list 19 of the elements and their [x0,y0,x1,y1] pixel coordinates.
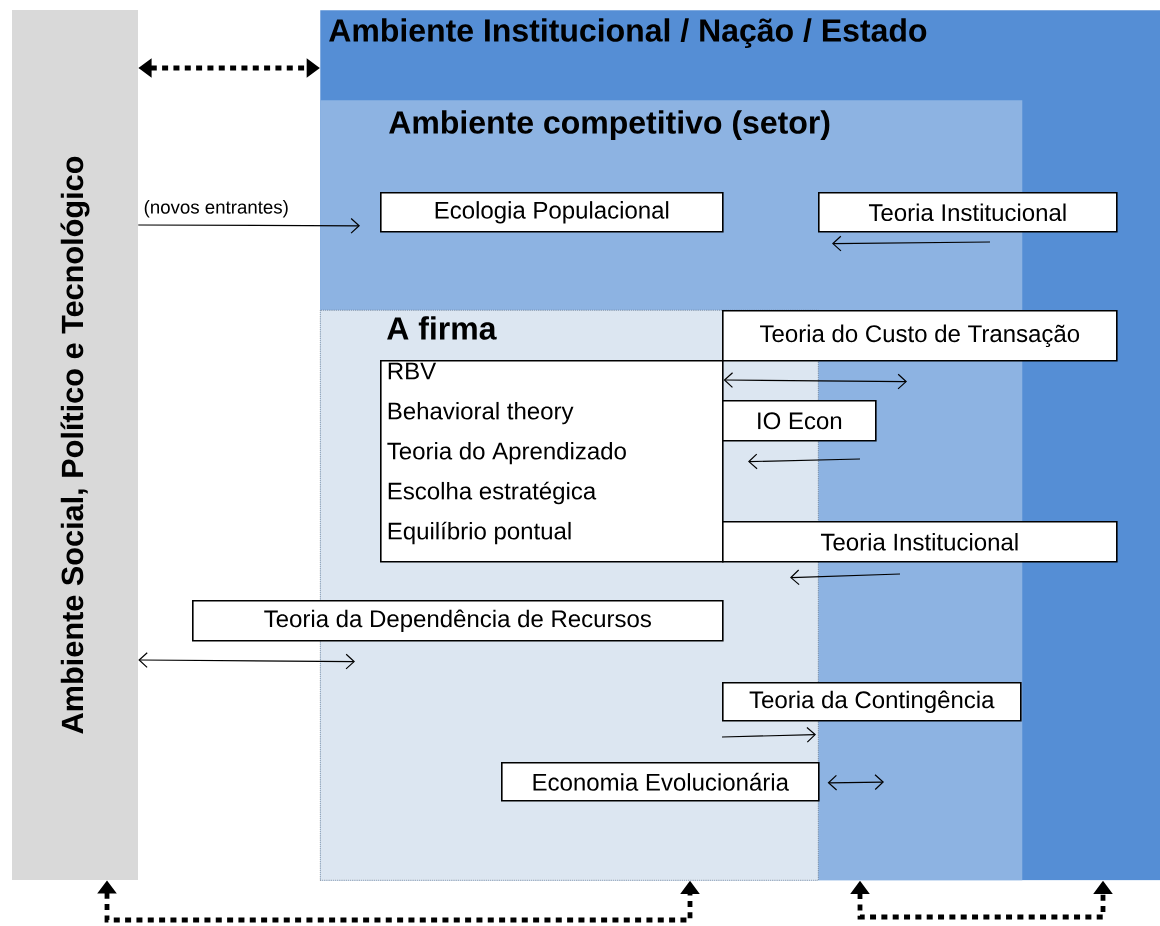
theory-box: Teoria da Contingência [722,682,1022,722]
theory-list-box: RBV Behavioral theory Teoria do Aprendizado Escolha estratégica Equilíbrio pontual [380,360,724,563]
theory-box: Teoria da Dependência de Recursos [192,600,724,642]
arrow [721,726,816,743]
theory-box: Teoria do Custo de Transação [722,310,1118,362]
arrow [723,372,907,390]
theory-box: Teoria Institucional [818,192,1118,233]
theory-box: Teoria Institucional [722,521,1118,563]
theory-box: IO Econ [722,400,877,442]
theory-box: Ecologia Populacional [380,192,724,233]
arrow [138,652,355,670]
arrow [790,569,901,586]
arrow [137,217,360,234]
theory-box: Economia Evolucionária [501,762,820,802]
environment-band: Ambiente Social, Político e Tecnológico [12,10,138,880]
arrow [827,774,884,791]
edge-label: (novos entrantes) [142,198,291,219]
arrow [748,453,861,470]
arrow [832,235,991,252]
